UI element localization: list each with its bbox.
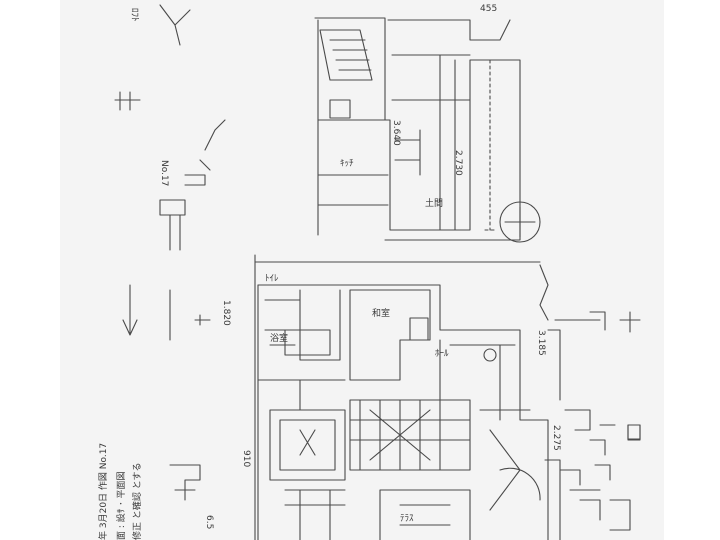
north-arrow	[122, 284, 138, 336]
lower-stair	[349, 399, 471, 471]
dim-a: 3.640	[391, 120, 401, 146]
left-detail-sketch	[159, 4, 191, 46]
upper-wing-inner-wall	[317, 19, 389, 236]
note-no17: No.17	[159, 160, 169, 187]
room-label-a: ｷｯﾁ	[340, 159, 354, 169]
room-label-f: 浴室	[270, 334, 289, 344]
upper-corridor	[387, 19, 511, 231]
paper-sheet	[60, 0, 664, 540]
room-label-g: ﾃﾗｽ	[400, 514, 414, 524]
room-label-d: 土間	[425, 199, 444, 209]
note-bottom-block: 年 3月20日 作図 No.17	[99, 442, 109, 540]
lower-outer-wall	[257, 284, 549, 540]
room-label-b: 和室	[372, 309, 391, 319]
upper-dim-line	[484, 59, 496, 231]
dim-b: 2.730	[453, 150, 463, 176]
upper-wing-wall	[314, 17, 521, 241]
note-bottom-line3: 修正 と確認 とする	[133, 462, 143, 540]
dim-g: 6.5	[204, 515, 214, 530]
dim-e: 455	[480, 4, 498, 14]
room-label-e: ﾄｲﾚ	[265, 274, 279, 284]
dim-f: 3.185	[536, 330, 546, 356]
dim-d: 910	[241, 450, 251, 468]
upper-stair	[319, 29, 373, 81]
note-bottom-line2: 面 : 設ｻ ･ 平面図	[117, 471, 127, 540]
dim-c: 1.820	[221, 300, 231, 326]
dim-h: 2.275	[551, 425, 561, 451]
upper-circle-symbol	[499, 201, 541, 243]
room-label-c: ﾎｰﾙ	[435, 349, 449, 359]
note-top-left: ﾛﾌﾄ	[129, 8, 139, 22]
